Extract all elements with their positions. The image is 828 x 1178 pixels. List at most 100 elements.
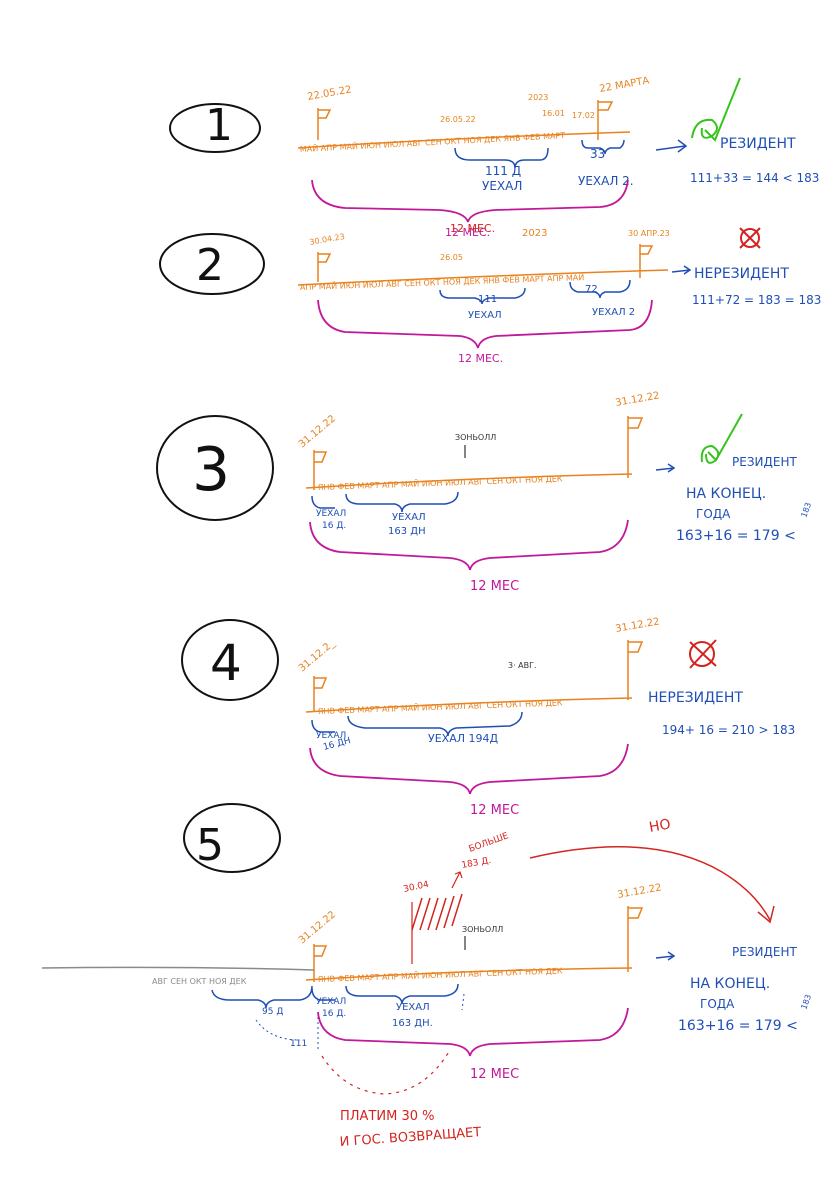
mid-label: ЗОНЬОЛЛ <box>455 433 496 442</box>
status: РЕЗИДЕНТ <box>720 136 796 152</box>
red-dashed-arc <box>321 1049 451 1095</box>
status: НЕРЕЗИДЕНТ <box>694 266 789 282</box>
arrow-right-icon <box>655 951 676 961</box>
absence-brace-2 <box>345 983 459 1005</box>
calc: 163+16 = 179 < <box>676 528 796 544</box>
end-date: 31.12.22 <box>615 390 661 409</box>
absence-1-days: 16 Д. <box>322 1009 346 1019</box>
end-flag-icon <box>597 100 614 140</box>
scenario-number: 3 <box>192 435 230 505</box>
timeline-months: ЯНВ ФЕВ МАРТ АПР МАЙ ИЮН ИЮЛ АВГ СЕН ОКТ… <box>318 696 563 716</box>
mid-label: 3· АВГ. <box>508 661 537 670</box>
end-date: 31.12.22 <box>617 882 663 901</box>
timeline-axis <box>305 697 633 713</box>
calc-note: 183 <box>799 501 813 518</box>
absence-1-label: УЕХАЛ <box>316 731 346 741</box>
start-flag-icon <box>317 252 332 282</box>
absence-1-label: УЕХАЛ <box>468 310 502 321</box>
absence-1-days: 111 <box>478 294 497 305</box>
period-label: 12 МЕС <box>470 1067 519 1082</box>
scenario-number-circle <box>156 415 274 521</box>
period-label: 12 МЕС. <box>445 226 490 239</box>
curved-arrow-icon <box>529 846 775 924</box>
absence-brace-1 <box>439 287 526 305</box>
scenario-number: 1 <box>205 100 233 151</box>
scenario-number-circle <box>159 233 265 295</box>
scenario-4: 4 31.12.2_ 31.12.22 3· АВГ. ЯНВ ФЕВ МАРТ… <box>181 616 795 818</box>
absence-1-days: 16 Д. <box>322 521 346 531</box>
period-brace <box>317 299 653 349</box>
absence-brace-2 <box>347 711 523 737</box>
hatch-marks <box>411 893 463 931</box>
absence-1-label: УЕХАЛ <box>482 179 522 193</box>
status-line-3: ГОДА <box>696 507 731 521</box>
pay-line-2: И ГОС. ВОЗВРАЩАЕТ <box>339 1125 482 1150</box>
period-label-top: 12 МЕС. <box>450 222 495 235</box>
absence-brace-2 <box>569 279 631 299</box>
period-label: 12 МЕС <box>470 803 519 818</box>
status-line-2: НА КОНЕЦ. <box>690 976 770 992</box>
calc: 111+72 = 183 = 183 <box>692 293 821 307</box>
scenario-number: 5 <box>196 820 224 871</box>
absence-2-label: УЕХАЛ 2 <box>592 307 635 318</box>
period-brace <box>311 179 629 223</box>
timeline-axis <box>297 131 631 149</box>
timeline-axis <box>305 967 633 981</box>
more-label: БОЛЬШЕ <box>468 831 511 855</box>
no-label: НО <box>648 816 672 835</box>
mid-date-2: 16.01 <box>542 109 565 118</box>
arrow-right-icon <box>655 139 688 153</box>
start-date: 31.12.22 <box>297 909 338 946</box>
date-3004: 30.04 <box>403 880 431 895</box>
scenario-3: 3 31.12.22 31.12.22 ЗОНЬОЛЛ ЯНВ ФЕВ МАРТ… <box>156 390 813 594</box>
year-label: 2023 <box>528 93 548 102</box>
status-line-1: РЕЗИДЕНТ <box>732 455 797 469</box>
absence-1-label: УЕХАЛ <box>316 997 346 1007</box>
start-date: 22.05.22 <box>307 84 353 103</box>
period-brace <box>309 519 629 571</box>
absence-1-label: УЕХАЛ <box>316 509 346 519</box>
absence-2-days: 163 ДН <box>388 526 426 537</box>
scenario-5: 5 НО БОЛЬШЕ 183 Д. 30.04 ЗОНЬОЛЛ 31.12.2… <box>41 803 813 1150</box>
calc: 194+ 16 = 210 > 183 <box>662 723 795 737</box>
absence-1-days: 111 Д <box>485 164 521 178</box>
check-icon <box>691 77 741 142</box>
scenario-number-circle <box>183 803 281 873</box>
scenario-1: 1 22.05.22 22 МАРТА 26.05.22 2023 16.01 … <box>169 75 819 239</box>
start-date: 31.12.22 <box>297 413 338 450</box>
prev-total: 111 <box>290 1039 307 1049</box>
timeline-months: МАЙ АПР МАЙ ИЮН ИЮЛ АВГ СЕН ОКТ НОЯ ДЕК … <box>300 129 566 154</box>
dotted-guide <box>255 1012 319 1050</box>
more-days: 183 Д. <box>461 856 492 871</box>
calc-note: 183 <box>799 993 813 1010</box>
calc: 111+33 = 144 < 183 <box>690 171 819 185</box>
start-date: 30.04.23 <box>309 232 346 247</box>
absence-2-label: УЕХАЛ 194Д <box>428 732 498 745</box>
end-date: 31.12.22 <box>615 616 661 635</box>
status: НЕРЕЗИДЕНТ <box>648 690 743 706</box>
absence-2-days: 33 <box>590 147 605 161</box>
dotted-guide-2 <box>461 993 465 1011</box>
timeline-axis <box>305 473 633 489</box>
end-date: 30 АПР.23 <box>628 229 670 238</box>
period-brace <box>309 743 629 795</box>
pay-line-1: ПЛАТИМ 30 % <box>340 1109 435 1124</box>
mid-date: 26.05 <box>440 253 463 262</box>
scenario-2: 2 30.04.23 30 АПР.23 12 МЕС. 26.05 2023 … <box>159 222 821 365</box>
start-flag-icon <box>317 108 332 140</box>
mid-date: 26.05.22 <box>440 115 476 124</box>
mid-label: ЗОНЬОЛЛ <box>462 925 503 934</box>
timeline-axis <box>297 269 669 286</box>
prev-months: АВГ СЕН ОКТ НОЯ ДЕК <box>152 977 247 986</box>
start-flag-icon <box>313 944 328 982</box>
calc: 163+16 = 179 < <box>678 1018 798 1034</box>
absence-2-label: УЕХАЛ 2. <box>578 174 634 188</box>
mid-date-3: 17.02 <box>572 111 595 120</box>
cross-icon <box>739 227 761 249</box>
end-flag-icon <box>639 244 654 278</box>
period-brace <box>317 1007 629 1057</box>
end-flag-icon <box>627 416 644 478</box>
status-line-2: НА КОНЕЦ. <box>686 486 766 502</box>
end-date: 22 МАРТА <box>599 75 651 95</box>
